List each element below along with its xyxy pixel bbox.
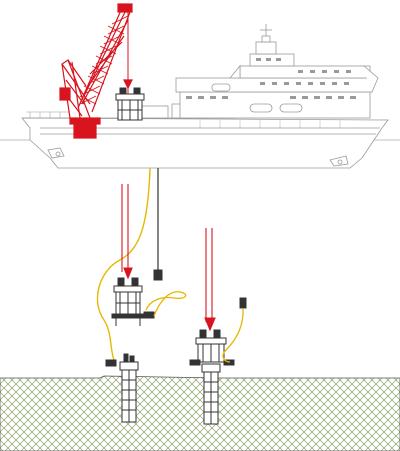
subsea-tool-icon-right (189, 329, 235, 366)
umbilical-cables (96, 167, 159, 361)
subsea-tool-on-deck-icon (115, 87, 145, 121)
subsea-tool-icon (111, 277, 145, 326)
crane-pedestal (73, 123, 97, 139)
rov-tether (145, 291, 187, 317)
vessel-icon (21, 24, 389, 169)
vessel-hull (21, 117, 389, 169)
foundation-structure-right (201, 363, 221, 425)
rov-icon-right (239, 297, 247, 309)
rov-tether-right (222, 307, 244, 363)
vessel-superstructure (179, 91, 371, 119)
midwater-lift-group (111, 184, 187, 326)
foundation-structure-left (105, 353, 139, 423)
seabed (0, 375, 400, 451)
right-lift-group (189, 228, 247, 366)
crane-icon (59, 3, 133, 139)
umbilical-cable-1 (96, 167, 151, 361)
rov-icon (143, 269, 163, 319)
